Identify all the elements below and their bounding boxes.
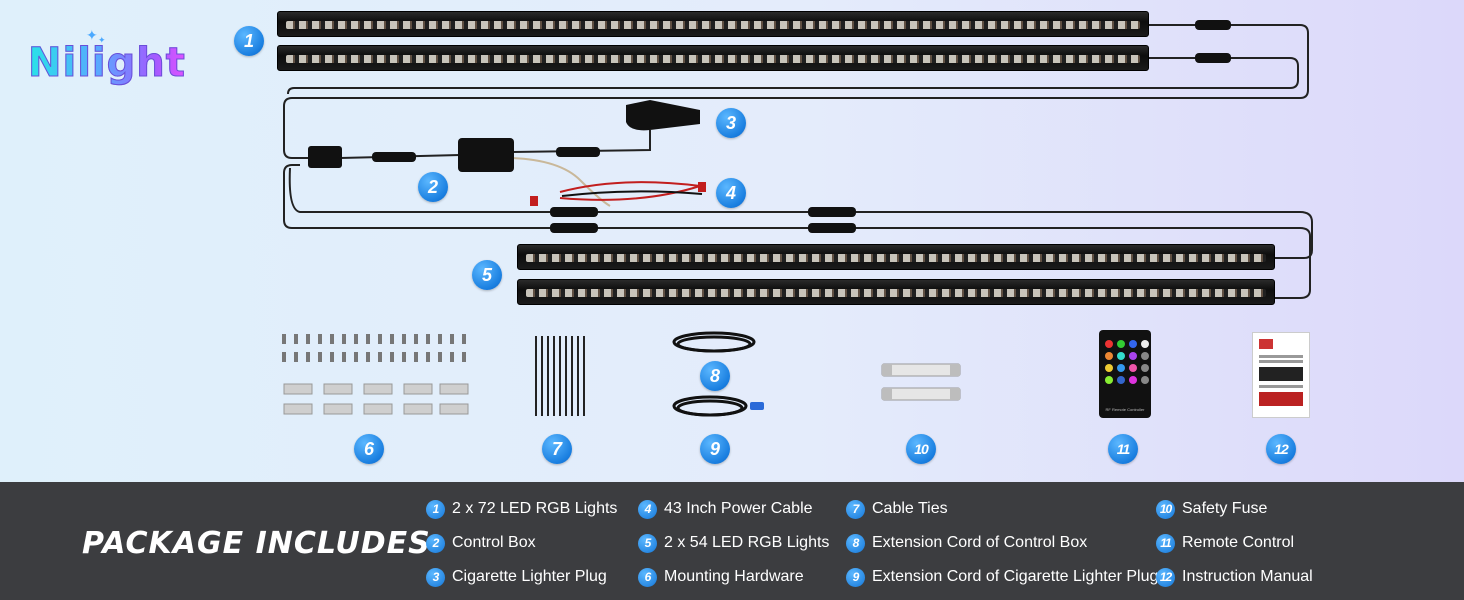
item-number: 3 [426,567,445,587]
item-label: Instruction Manual [1182,568,1313,585]
instruction-manual-image [1252,332,1310,418]
safety-fuse-image [881,363,961,401]
package-title: PACKAGE INCLUDES [82,526,431,561]
list-item: 4 43 Inch Power Cable [638,497,813,521]
led-strip-54 [517,279,1275,305]
badge-6: 6 [354,434,384,464]
package-includes-panel: PACKAGE INCLUDES 1 2 x 72 LED RGB Lights… [0,482,1464,600]
wiring-diagram [283,20,1313,299]
list-item: 7 Cable Ties [846,497,948,521]
mounting-hardware-image [282,334,469,415]
item-label: Safety Fuse [1182,500,1268,517]
badge-1: 1 [234,26,264,56]
product-diagram: Nilight ✦ ✦ [28,11,1313,464]
badge-4: 4 [716,178,746,208]
led-strip-72 [277,11,1149,37]
item-number: 9 [846,567,865,587]
sparkle-icon: ✦ [98,35,106,45]
led-strip-72 [277,45,1149,71]
item-number: 10 [1156,499,1175,519]
sparkle-icon: ✦ [86,27,98,43]
list-item: 11 Remote Control [1156,531,1294,555]
badge-12: 12 [1266,434,1296,464]
item-number: 2 [426,533,445,553]
extension-cords-image [672,331,764,417]
item-number: 4 [638,499,657,519]
badge-5: 5 [472,260,502,290]
item-number: 6 [638,567,657,587]
item-label: 2 x 54 LED RGB Lights [664,534,830,551]
list-item: 12 Instruction Manual [1156,565,1313,589]
led-strip-54 [517,244,1275,270]
list-item: 6 Mounting Hardware [638,565,804,589]
badge-3: 3 [716,108,746,138]
item-number: 1 [426,499,445,519]
item-label: Cigarette Lighter Plug [452,568,607,585]
list-item: 5 2 x 54 LED RGB Lights [638,531,829,555]
badge-7: 7 [542,434,572,464]
item-number: 7 [846,499,865,519]
cable-ties-image [535,336,585,416]
item-label: Extension Cord of Cigarette Lighter Plug [872,568,1159,585]
list-item: 9 Extension Cord of Cigarette Lighter Pl… [846,565,1158,589]
list-item: 1 2 x 72 LED RGB Lights [426,497,617,521]
remote-control-image: RF Remote Controller [1099,330,1151,418]
list-item: 8 Extension Cord of Control Box [846,531,1087,555]
item-label: Cable Ties [872,500,948,517]
badge-8: 8 [700,361,730,391]
item-label: 43 Inch Power Cable [664,500,813,517]
item-label: Mounting Hardware [664,568,804,585]
item-label: Control Box [452,534,536,551]
list-item: 10 Safety Fuse [1156,497,1267,521]
item-number: 12 [1156,567,1175,587]
item-number: 5 [638,533,657,553]
badge-2: 2 [418,172,448,202]
item-label: Extension Cord of Control Box [872,534,1088,551]
badge-11: 11 [1108,434,1138,464]
badge-9: 9 [700,434,730,464]
item-label: Remote Control [1182,534,1295,551]
brand-logo: Nilight [28,40,186,87]
item-number: 11 [1156,533,1175,553]
item-number: 8 [846,533,865,553]
list-item: 3 Cigarette Lighter Plug [426,565,607,589]
badge-10: 10 [906,434,936,464]
item-label: 2 x 72 LED RGB Lights [452,500,618,517]
list-item: 2 Control Box [426,531,536,555]
remote-label: RF Remote Controller [1105,407,1145,412]
